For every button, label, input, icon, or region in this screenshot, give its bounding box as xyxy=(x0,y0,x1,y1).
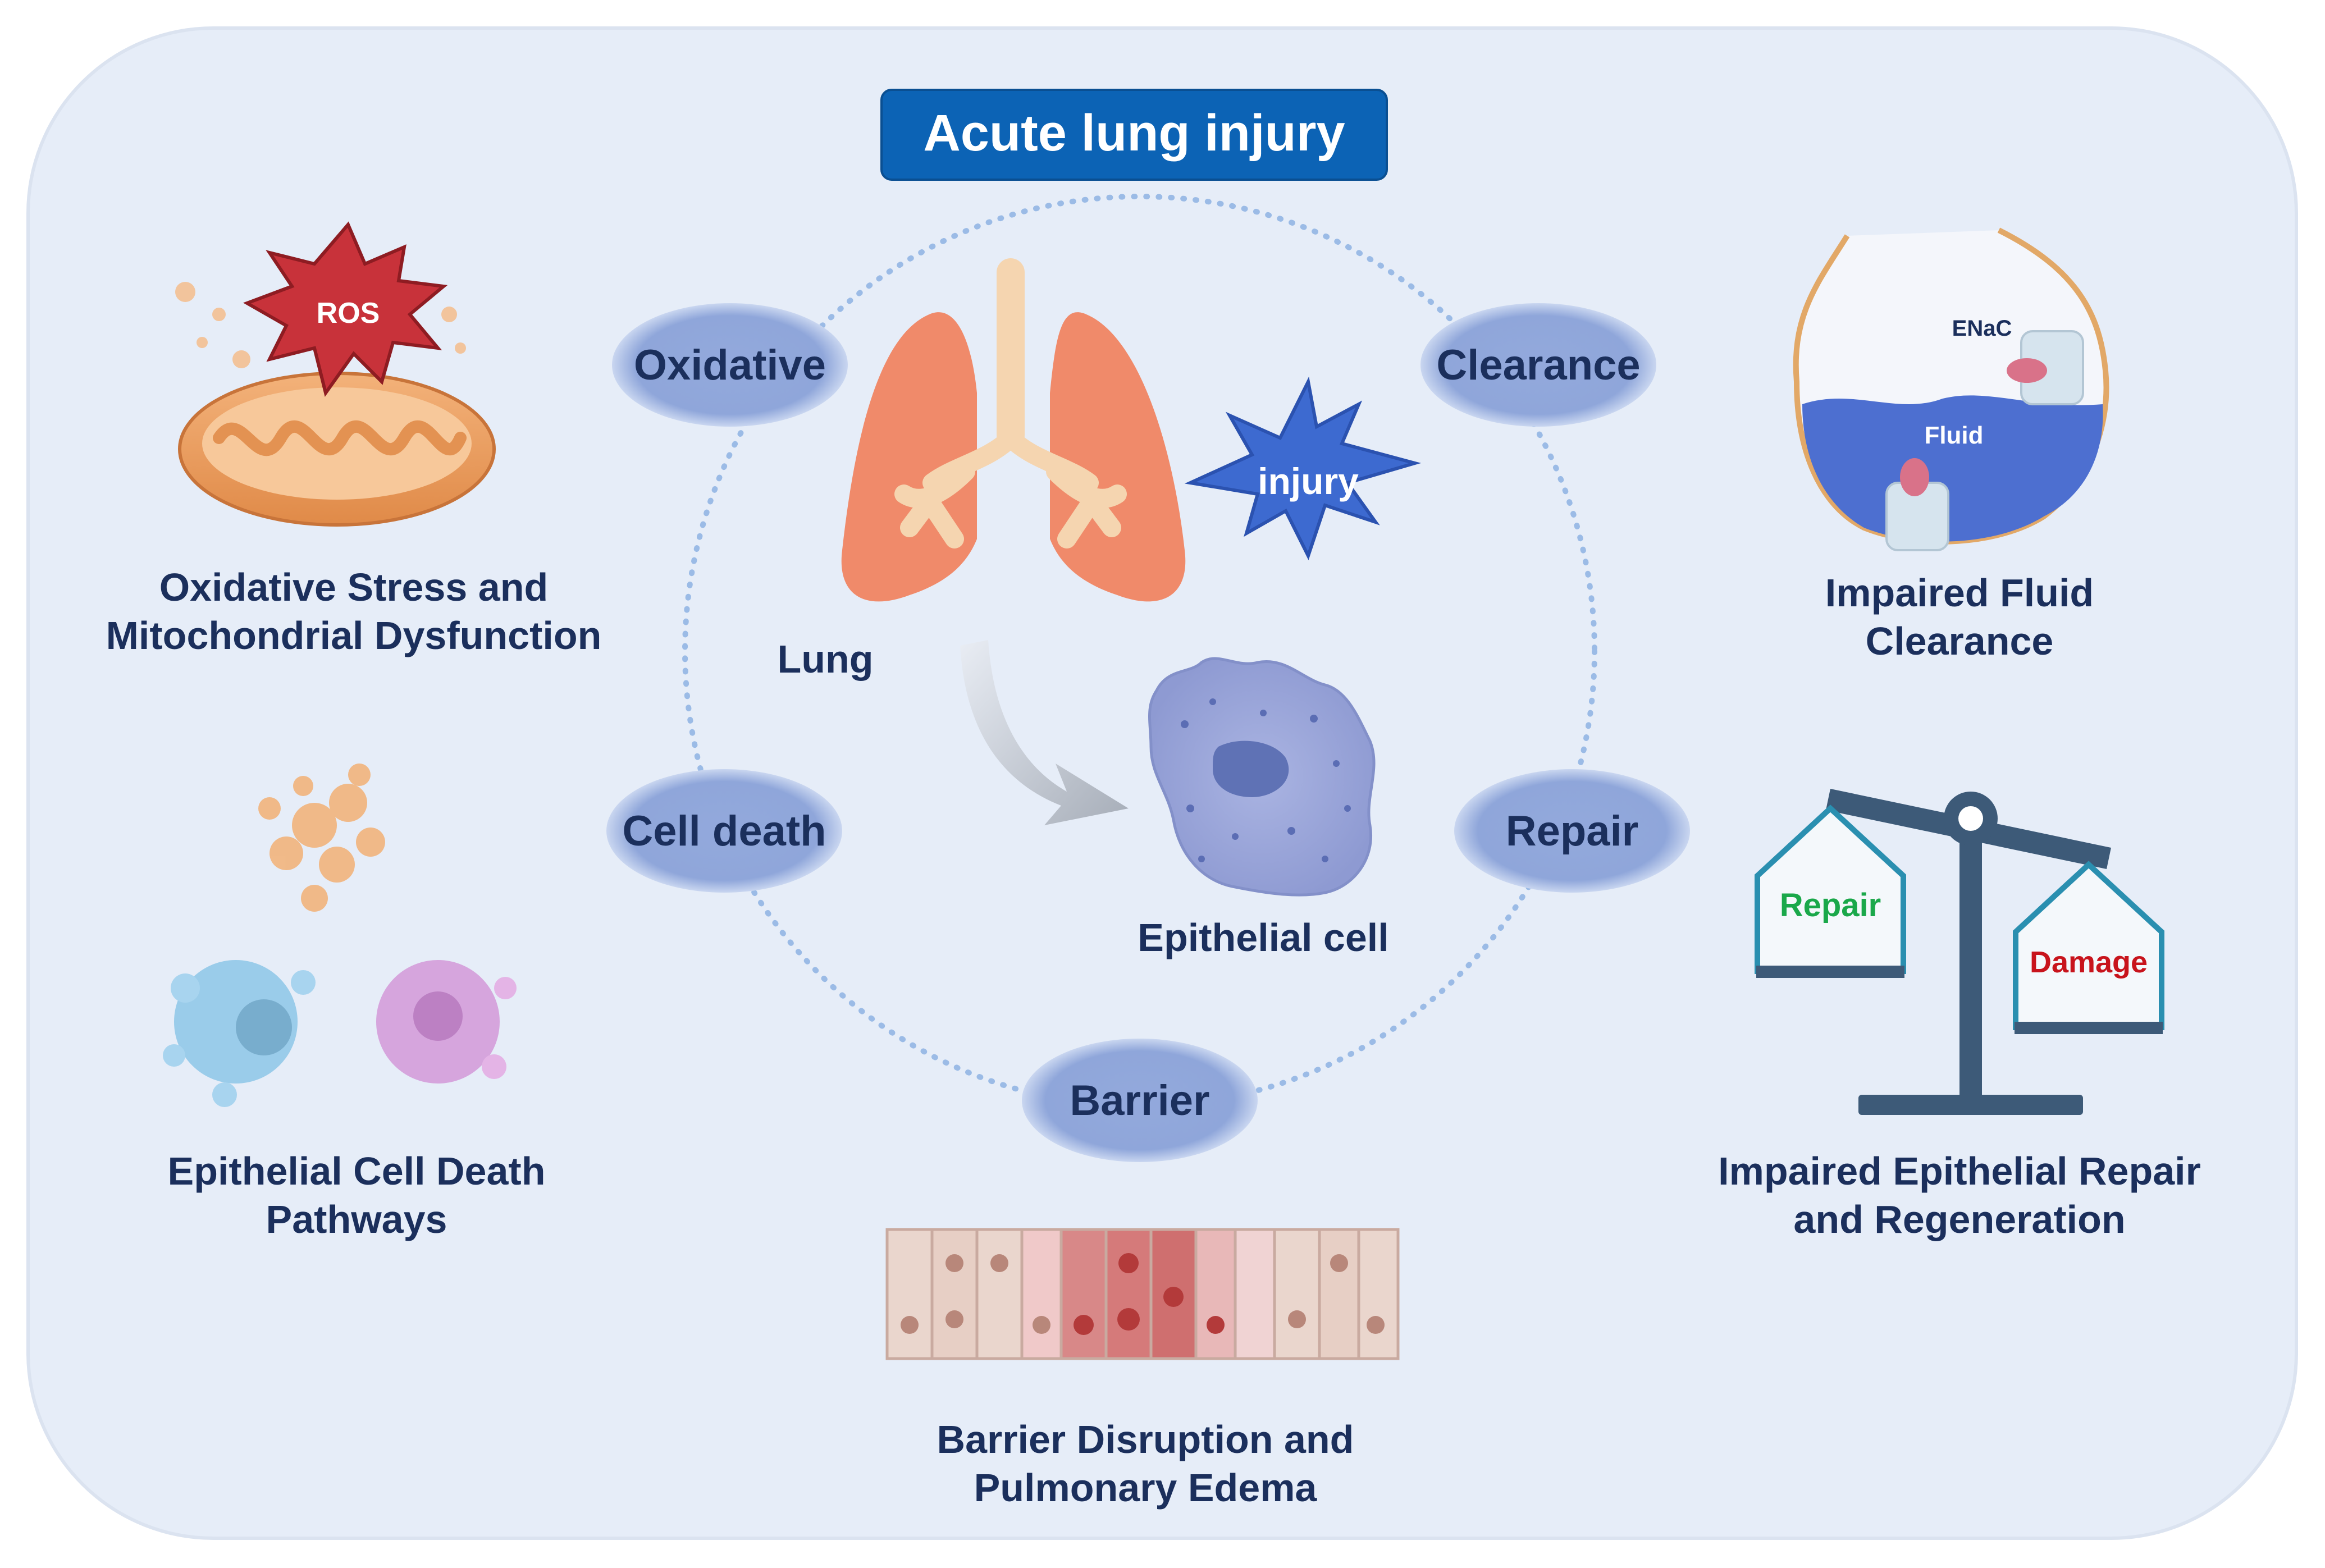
balance-scale-illustration: Repair Damage xyxy=(1755,789,2164,1115)
repair-caption-line1: Impaired Epithelial Repair xyxy=(1718,1149,2201,1193)
ros-label: ROS xyxy=(317,297,380,330)
repair-caption-line2: and Regeneration xyxy=(1793,1197,2125,1241)
epithelial-layer-illustration xyxy=(885,1228,1400,1360)
node-oxidative: Oxidative xyxy=(612,303,848,427)
epithelial-cell-illustration xyxy=(1148,657,1376,897)
oxidative-caption-line2: Mitochondrial Dysfunction xyxy=(106,614,602,657)
node-clearance-label: Clearance xyxy=(1436,341,1640,389)
cell-death-caption-line1: Epithelial Cell Death xyxy=(168,1149,546,1193)
alveolus-illustration: ENaC Fluid xyxy=(1793,227,2109,551)
node-repair-label: Repair xyxy=(1506,807,1639,855)
node-cell-death: Cell death xyxy=(606,769,842,893)
damage-pan-label: Damage xyxy=(2030,945,2148,979)
lung-to-cell-arrow xyxy=(960,640,1129,825)
node-repair: Repair xyxy=(1454,769,1690,893)
cell-death-illustration xyxy=(163,764,517,1107)
node-barrier-label: Barrier xyxy=(1070,1077,1209,1124)
title-banner: Acute lung injury xyxy=(880,89,1388,181)
clearance-caption-line1: Impaired Fluid xyxy=(1825,571,2094,615)
enac-label: ENaC xyxy=(1952,316,2012,341)
repair-pan-label: Repair xyxy=(1780,887,1881,924)
page-title: Acute lung injury xyxy=(923,104,1345,162)
barrier-caption-line1: Barrier Disruption and xyxy=(937,1418,1354,1461)
node-clearance: Clearance xyxy=(1420,303,1656,427)
oxidative-caption-line1: Oxidative Stress and xyxy=(159,565,549,609)
node-barrier: Barrier xyxy=(1022,1039,1258,1162)
lung-illustration xyxy=(841,258,1186,602)
barrier-caption-line2: Pulmonary Edema xyxy=(974,1466,1318,1510)
cell-death-caption-line2: Pathways xyxy=(266,1197,447,1241)
node-oxidative-label: Oxidative xyxy=(634,341,826,389)
lung-label: Lung xyxy=(777,637,873,681)
fluid-label: Fluid xyxy=(1924,422,1983,449)
clearance-caption-line2: Clearance xyxy=(1866,619,2054,663)
epithelial-cell-label: Epithelial cell xyxy=(1138,916,1388,959)
ros-burst-icon: ROS xyxy=(243,221,448,397)
mitochondrion-illustration xyxy=(175,282,496,527)
injury-label: injury xyxy=(1258,460,1359,502)
node-cell-death-label: Cell death xyxy=(622,807,826,855)
injury-star-icon: injury xyxy=(1184,376,1422,560)
